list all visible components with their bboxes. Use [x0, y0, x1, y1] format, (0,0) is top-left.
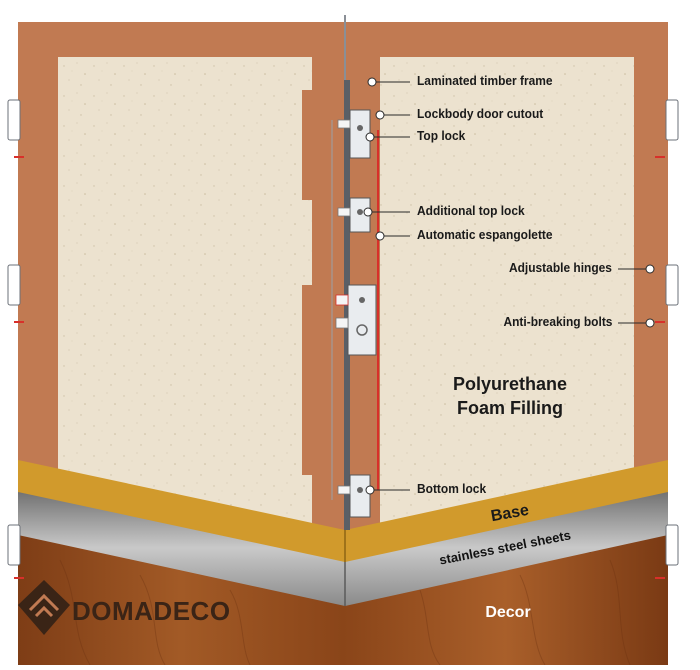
right-hinges: [665, 99, 679, 566]
domadeco-logo-icon: [18, 580, 70, 635]
label-additional-top-lock: Additional top lock: [417, 203, 525, 218]
additional-top-lock-body: [337, 197, 371, 233]
label-laminated-timber-frame: Laminated timber frame: [417, 73, 553, 88]
label-top-lock: Top lock: [417, 128, 466, 143]
label-foam-filling: Polyurethane Foam Filling: [440, 372, 580, 420]
bottom-lock-body: [337, 474, 371, 518]
label-automatic-espagnolette: Automatic espangolette: [417, 227, 553, 242]
foam-filling-line-2: Foam Filling: [457, 398, 563, 418]
label-adjustable-hinges: Adjustable hinges: [508, 260, 612, 275]
label-lockbody-door-cutout: Lockbody door cutout: [417, 106, 544, 121]
base-band: [18, 460, 668, 562]
leader-lines: [363, 77, 655, 495]
main-lock-body: [335, 284, 377, 356]
label-anti-breaking-bolts: Anti-breaking bolts: [503, 314, 612, 329]
left-bolts: [14, 156, 24, 579]
left-foam-panel: [58, 57, 312, 528]
label-decor: Decor: [485, 604, 531, 621]
top-lock-body: [337, 109, 371, 159]
right-foam-panel: [380, 57, 634, 528]
right-bolts: [655, 156, 665, 579]
steel-sheet-band: [18, 490, 668, 606]
brand-name: DOMADECO: [72, 596, 231, 626]
label-bottom-lock: Bottom lock: [417, 481, 487, 496]
wood-grain: [59, 559, 631, 666]
left-hinges: [7, 99, 21, 566]
wood-decor-panel: [18, 530, 668, 665]
foam-filling-line-1: Polyurethane: [452, 374, 568, 394]
